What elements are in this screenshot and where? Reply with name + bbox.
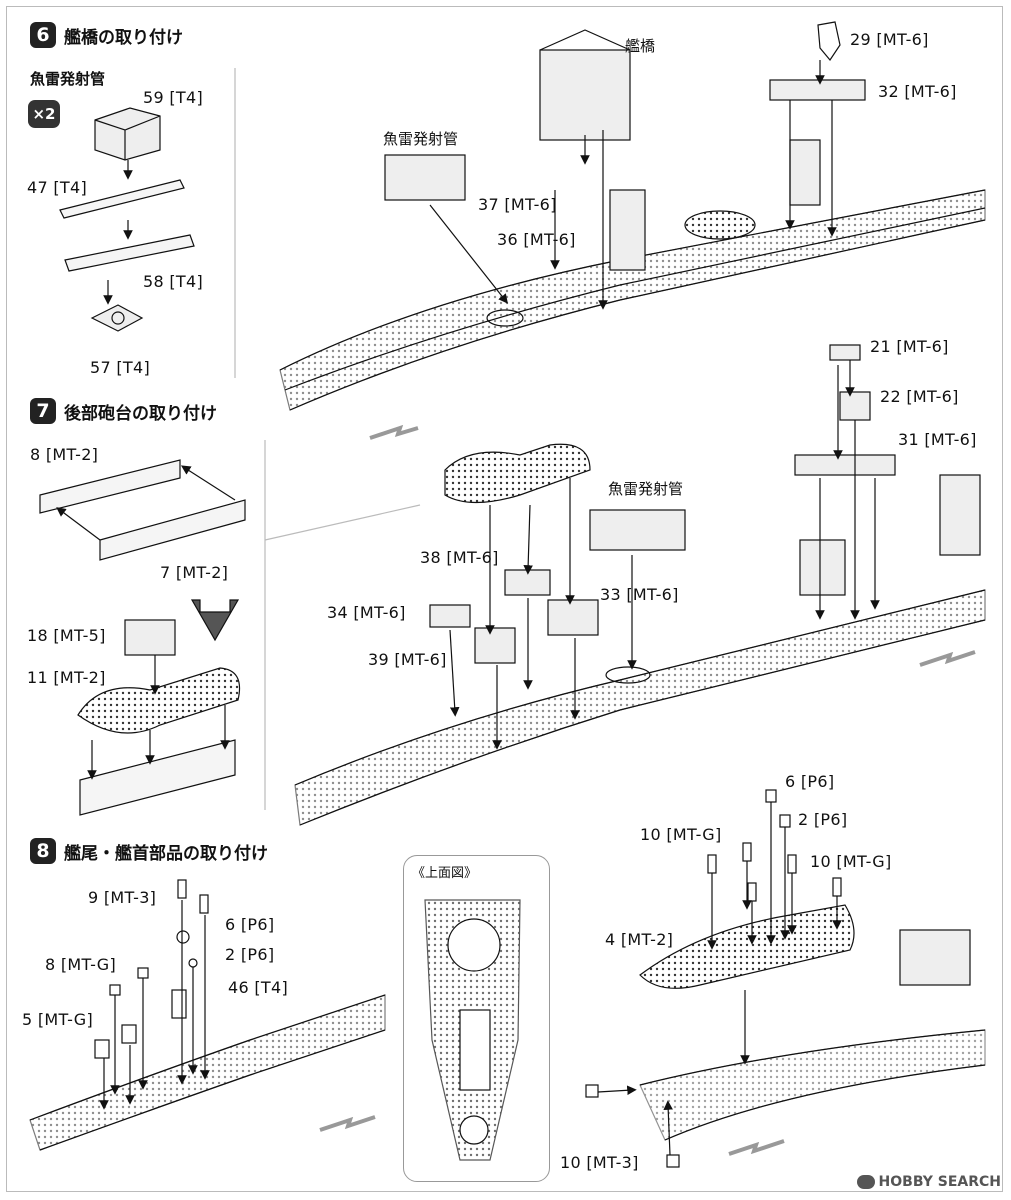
top-view-title: 《上面図》 [412,866,478,881]
step-8-heading: 8 艦尾・艦首部品の取り付け [30,838,268,864]
torpedo-tube-assembly-left [59,107,195,332]
part-label-37: 37 [MT-6] [478,195,557,214]
part-label-33: 33 [MT-6] [600,585,679,604]
step-8-number: 8 [30,838,56,864]
step-6-heading: 6 艦橋の取り付け [30,22,183,48]
part-label-32: 32 [MT-6] [878,82,957,101]
part-label-38: 38 [MT-6] [420,548,499,567]
part-label-4: 4 [MT-2] [605,930,674,949]
step-6-title: 艦橋の取り付け [64,27,183,48]
quantity-badge: ×2 [28,100,60,128]
watermark-logo-icon [856,1175,875,1189]
part-label-2-p6-left: 2 [P6] [225,945,275,964]
part-label-8-mtg: 8 [MT-G] [45,955,117,974]
hull-step-6 [279,21,986,440]
part-label-59: 59 [T4] [143,88,203,107]
part-label-22: 22 [MT-6] [880,387,959,406]
torpedo-tube-title-step7: 魚雷発射管 [608,480,684,498]
part-label-2-p6-right: 2 [P6] [798,810,848,829]
part-label-11: 11 [MT-2] [27,668,106,687]
part-label-58: 58 [T4] [143,272,203,291]
part-label-47: 47 [T4] [27,178,87,197]
part-label-34: 34 [MT-6] [327,603,406,622]
torpedo-tube-title-left: 魚雷発射管 [30,70,106,88]
part-label-10-mt3: 10 [MT-3] [560,1153,639,1172]
bridge-title: 艦橋 [625,37,656,55]
step-8-title: 艦尾・艦首部品の取り付け [64,843,268,864]
part-label-8-mt2: 8 [MT-2] [30,445,99,464]
part-label-46: 46 [T4] [228,978,288,997]
hull-step-8-bow [585,789,986,1168]
step-7-number: 7 [30,398,56,424]
step-7-heading: 7 後部砲台の取り付け [30,398,217,424]
part-label-6-p6-left: 6 [P6] [225,915,275,934]
hull-step-7 [294,344,986,826]
part-label-6-p6-right: 6 [P6] [785,772,835,791]
top-view-hull [424,899,521,1161]
torpedo-tube-title-mid: 魚雷発射管 [383,130,459,148]
part-label-7: 7 [MT-2] [160,563,229,582]
part-label-29: 29 [MT-6] [850,30,929,49]
part-label-9: 9 [MT-3] [88,888,157,907]
rear-gun-platform-subassembly [39,459,246,816]
part-label-5: 5 [MT-G] [22,1010,94,1029]
part-label-10-mtg-left: 10 [MT-G] [640,825,722,844]
part-label-18: 18 [MT-5] [27,626,106,645]
part-label-36: 36 [MT-6] [497,230,576,249]
part-label-31: 31 [MT-6] [898,430,977,449]
step-6-number: 6 [30,22,56,48]
part-label-10-mtg-right: 10 [MT-G] [810,852,892,871]
part-label-21: 21 [MT-6] [870,337,949,356]
page-frame [6,6,1003,1192]
part-label-39: 39 [MT-6] [368,650,447,669]
watermark-text: HOBBY SEARCH [878,1174,1001,1190]
watermark: HOBBY SEARCH [856,1174,1001,1190]
top-view-inset [403,855,550,1182]
step-7-title: 後部砲台の取り付け [64,403,217,424]
part-label-57: 57 [T4] [90,358,150,377]
hull-step-8-stern [29,879,386,1151]
